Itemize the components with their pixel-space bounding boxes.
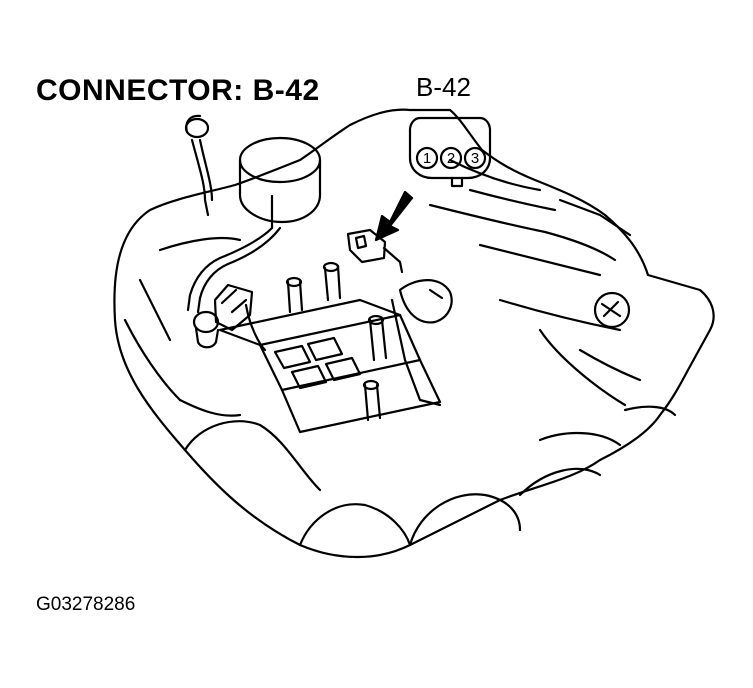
connector-face [408, 116, 492, 180]
sensor-connector [346, 228, 387, 264]
diagram-title: CONNECTOR: B-42 [36, 74, 320, 107]
filler-cap [238, 136, 322, 184]
pcv-hose [186, 226, 274, 312]
pin-2-label: 2 [447, 150, 455, 167]
right-connector [593, 291, 631, 329]
pin-3-label: 3 [471, 150, 479, 167]
engine-outline [113, 108, 715, 559]
figure-id: G03278286 [36, 594, 136, 615]
connector-label: B-42 [416, 72, 471, 102]
dipstick-loop [184, 117, 210, 139]
location-arrow [374, 190, 414, 242]
pin-1-label: 1 [423, 150, 431, 167]
